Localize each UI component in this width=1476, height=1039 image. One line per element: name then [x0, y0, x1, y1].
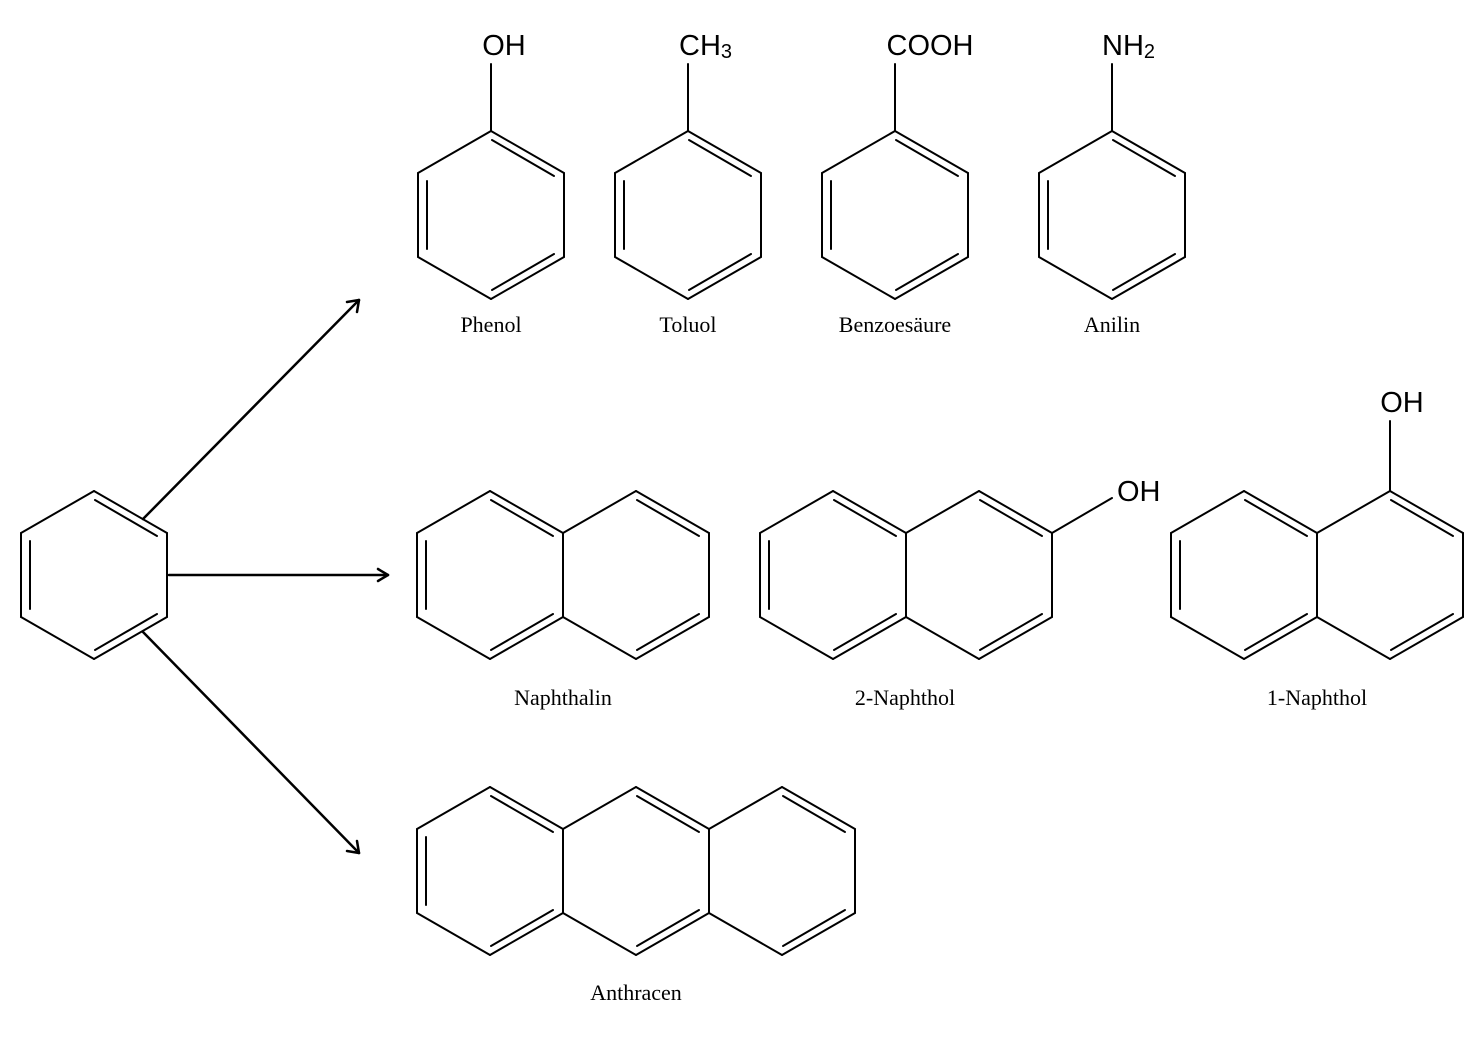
anthracen-label: Anthracen [590, 980, 682, 1005]
naphthol1-structure [1170, 420, 1464, 660]
toluol-ch3-group: CH3 [679, 30, 732, 63]
naphthol2-oh-group: OH [1117, 476, 1161, 508]
arrow-to-monosubstituted [141, 298, 361, 521]
anilin-structure [1038, 63, 1186, 300]
phenol-oh-group: OH [482, 30, 526, 62]
toluol-ch-text: CH [679, 30, 721, 62]
naphthalin-label: Naphthalin [514, 685, 612, 710]
anilin-nh2-group: NH2 [1102, 30, 1155, 63]
arrow-to-naphthalenes [167, 567, 390, 583]
benzoesaeure-cooh-group: COOH [887, 30, 974, 62]
benzoesaeure-label: Benzoesäure [839, 312, 951, 337]
anthracen-structure [416, 786, 856, 956]
arrow-to-anthracene [141, 630, 361, 855]
phenol-label: Phenol [460, 312, 521, 337]
toluol-label: Toluol [659, 312, 716, 337]
naphthol2-label: 2-Naphthol [855, 685, 955, 710]
toluol-structure [614, 63, 762, 300]
anilin-label: Anilin [1084, 312, 1140, 337]
phenol-structure [417, 63, 565, 300]
anilin-nh-text: NH [1102, 30, 1144, 62]
naphthalin-structure [416, 490, 710, 660]
benzoesaeure-structure [821, 63, 969, 300]
benzene-structure [20, 490, 168, 660]
toluol-subscript: 3 [721, 41, 732, 63]
naphthol1-label: 1-Naphthol [1267, 685, 1367, 710]
anilin-subscript: 2 [1144, 41, 1155, 63]
naphthol2-structure [759, 490, 1113, 660]
naphthol1-oh-group: OH [1380, 387, 1424, 419]
